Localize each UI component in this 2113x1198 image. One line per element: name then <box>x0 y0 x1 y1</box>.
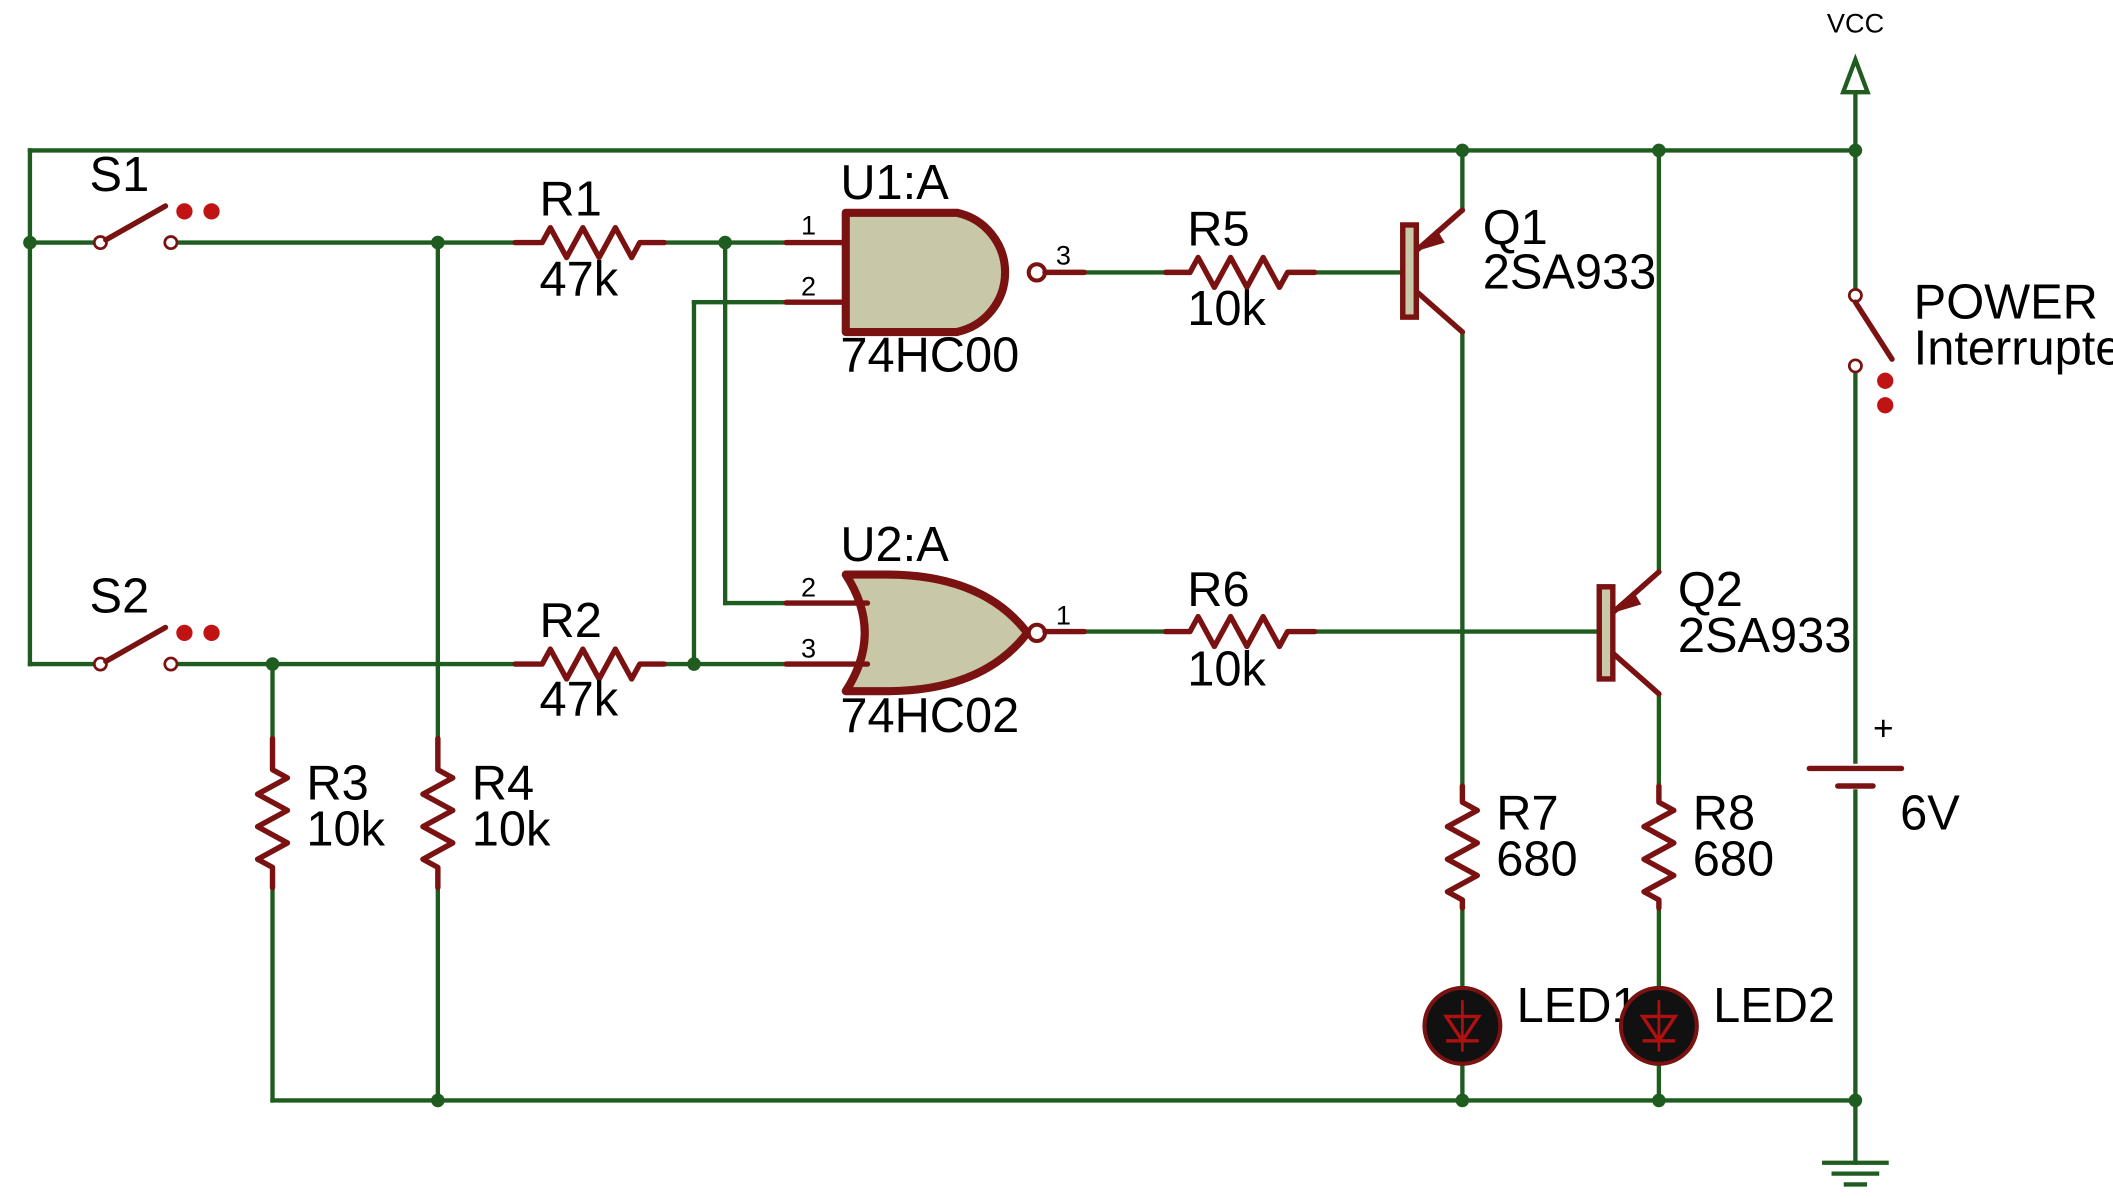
resistor-r8 <box>1641 783 1677 911</box>
transistor-q1-name: Q1 <box>1483 201 1548 255</box>
gate-u1a-pin-in1: 1 <box>801 209 816 240</box>
gate-u2a-nor <box>783 570 1087 696</box>
gate-u2a-ref: U2:A <box>840 518 949 572</box>
resistor-r8-name: R8 <box>1693 786 1755 840</box>
resistor-r1-value: 47k <box>539 252 618 306</box>
resistor-r6-name: R6 <box>1187 563 1249 617</box>
led2-label: LED2 <box>1713 979 1835 1033</box>
gate-u1a-nand <box>783 208 1087 337</box>
battery-value: 6V <box>1900 786 1960 840</box>
resistor-r3 <box>254 735 291 891</box>
switch-s2[interactable] <box>92 624 220 672</box>
power-switch-type: Interrupteur <box>1914 322 2113 376</box>
battery-plus: + <box>1873 709 1894 748</box>
resistor-r2 <box>512 646 667 682</box>
led1 <box>1422 985 1503 1066</box>
resistor-r2-value: 47k <box>539 673 618 727</box>
power-switch-name: POWER <box>1914 275 2098 329</box>
transistor-q2 <box>1596 569 1662 697</box>
gate-u1a-part: 74HC00 <box>840 328 1019 382</box>
transistor-q1-part: 2SA933 <box>1483 246 1657 300</box>
resistor-r7 <box>1444 783 1481 911</box>
junction-dots <box>23 143 1863 1108</box>
resistor-r4 <box>420 735 456 891</box>
switch-s1-label: S1 <box>90 148 150 202</box>
resistor-r7-name: R7 <box>1496 786 1558 840</box>
gate-u2a-pin-out: 1 <box>1056 600 1071 631</box>
resistor-r1 <box>512 224 667 261</box>
resistor-r8-value: 680 <box>1693 832 1774 886</box>
resistor-r5 <box>1162 254 1318 291</box>
led2 <box>1618 985 1699 1066</box>
resistor-r7-value: 680 <box>1496 832 1577 886</box>
gate-u1a-pin-out: 3 <box>1056 239 1071 270</box>
transistor-q2-name: Q2 <box>1678 563 1743 617</box>
resistor-r6 <box>1162 613 1318 650</box>
resistor-r5-value: 10k <box>1187 282 1266 336</box>
wires <box>27 53 1889 1187</box>
transistor-q1 <box>1400 207 1466 335</box>
vcc-label: VCC <box>1827 8 1884 39</box>
resistor-r3-value: 10k <box>306 803 385 857</box>
led1-label: LED1 <box>1517 979 1639 1033</box>
resistor-r3-name: R3 <box>306 757 368 811</box>
switch-s2-label: S2 <box>90 570 150 624</box>
resistor-r5-name: R5 <box>1187 202 1249 256</box>
resistor-r6-value: 10k <box>1187 643 1266 697</box>
resistor-r2-name: R2 <box>539 594 601 648</box>
gate-u2a-pin-in2: 3 <box>801 632 816 663</box>
resistor-r4-value: 10k <box>472 803 551 857</box>
gate-u2a-part: 74HC02 <box>840 689 1019 743</box>
resistor-r1-name: R1 <box>539 172 601 226</box>
battery-symbol <box>1806 765 1905 789</box>
resistor-r4-name: R4 <box>472 757 534 811</box>
gate-u1a-pin-in2: 2 <box>801 270 816 301</box>
switch-s1[interactable] <box>92 203 220 251</box>
transistor-q2-part: 2SA933 <box>1678 609 1852 663</box>
gate-u1a-ref: U1:A <box>840 156 949 210</box>
power-switch[interactable] <box>1847 287 1895 414</box>
gate-u2a-pin-in1: 2 <box>801 571 816 602</box>
